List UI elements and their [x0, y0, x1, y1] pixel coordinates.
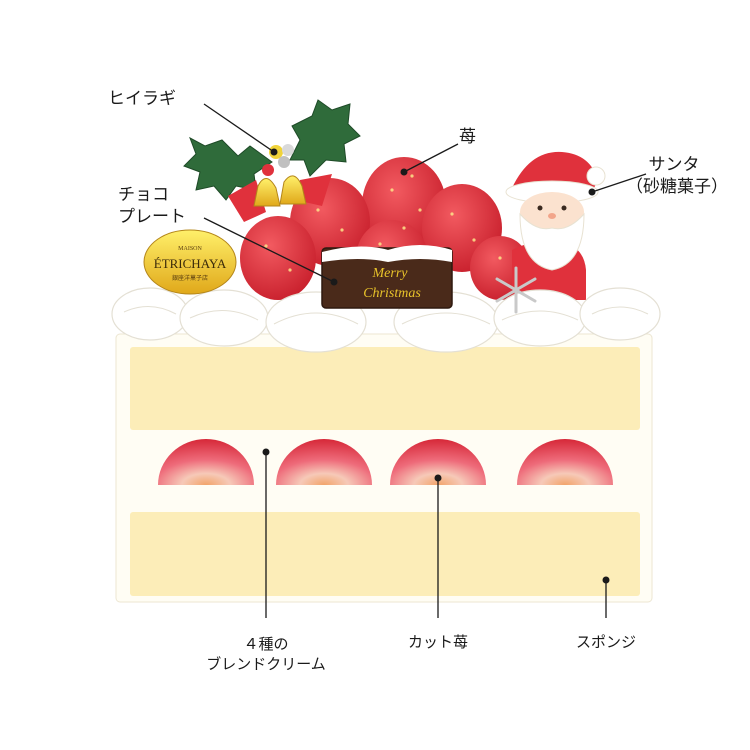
- cut-strawberry-2: [276, 439, 372, 485]
- holly-decoration: [183, 99, 361, 222]
- badge-top-text: MAISON: [178, 246, 202, 252]
- label-holly: ヒイラギ: [108, 89, 176, 109]
- label-choco-line1: チョコ: [118, 185, 169, 205]
- ribbon-icon: [228, 180, 266, 222]
- top-cream-dollops: [111, 287, 661, 353]
- cream-dollop: [111, 287, 189, 341]
- snowflake-icon: [495, 266, 537, 314]
- label-santa: サンタ （砂糖菓子）: [626, 154, 728, 198]
- plate-text-merry: Merry: [372, 266, 409, 281]
- holly-leaf-icon: [289, 99, 361, 177]
- label-sponge: スポンジ: [575, 633, 636, 651]
- berry-ornament-icon: [262, 164, 274, 176]
- cut-strawberry-1: [158, 439, 254, 485]
- leader-holly: [203, 103, 275, 153]
- label-cut-strawberry: カット苺: [407, 633, 468, 651]
- berry-ornament-icon: [282, 144, 294, 156]
- leader-choco: [203, 217, 335, 283]
- leader-dots: [262, 148, 610, 584]
- bell-icon: [279, 175, 307, 205]
- bell-icon: [253, 178, 281, 207]
- plate-text-christmas: Christmas: [363, 286, 421, 301]
- santa-face-icon: [520, 192, 584, 232]
- santa-beard-icon: [519, 212, 585, 271]
- badge-oval: [143, 229, 237, 295]
- santa-figure: [505, 151, 606, 300]
- label-cream: ４種の ブレンドクリーム: [196, 634, 336, 674]
- cut-strawberry-3: [390, 439, 486, 485]
- santa-pompom-icon: [586, 166, 606, 186]
- cream-dollop: [579, 287, 661, 341]
- label-cream-line1: ４種の: [243, 635, 289, 653]
- leader-santa: [591, 173, 647, 193]
- badge-brand-text: ÉTRICHAYA: [154, 256, 227, 271]
- leader-lines: [203, 103, 647, 618]
- label-choco-plate: チョコ プレート: [118, 184, 186, 228]
- strawberry-icon: [240, 216, 316, 300]
- berry-ornament-icon: [278, 156, 290, 168]
- plate-snow-icon: [322, 245, 452, 262]
- cut-strawberries: [158, 439, 613, 485]
- chocolate-plate: Merry Christmas: [321, 245, 453, 309]
- lower-sponge-layer: [130, 512, 640, 596]
- badge-sub-text: 銀座洋菓子店: [172, 274, 208, 282]
- label-choco-line2: プレート: [118, 207, 186, 227]
- label-strawberry: 苺: [459, 127, 476, 147]
- label-santa-line1: サンタ: [648, 155, 700, 175]
- leader-strawberry: [403, 143, 459, 173]
- label-santa-line2: （砂糖菓子）: [626, 177, 728, 197]
- label-cream-line2: ブレンドクリーム: [206, 655, 326, 673]
- upper-sponge-layer: [130, 347, 640, 430]
- chocolate-plate-body: [321, 247, 453, 309]
- brand-badge: MAISON ÉTRICHAYA 銀座洋菓子店: [143, 229, 237, 295]
- cut-strawberry-4: [517, 439, 613, 485]
